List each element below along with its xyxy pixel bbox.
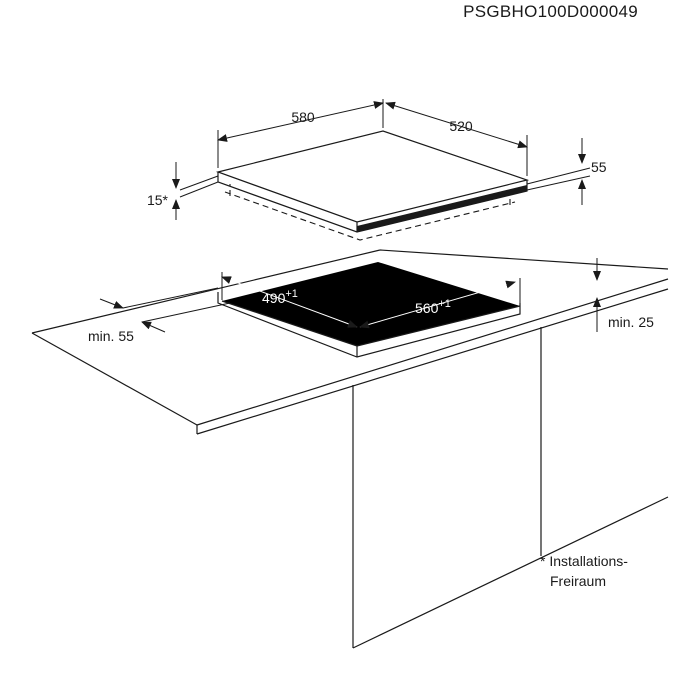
worktop xyxy=(31,249,669,435)
dimension-label-min-55: min. 55 xyxy=(88,328,134,344)
dimension-label-min-25: min. 25 xyxy=(608,314,654,330)
footnote-line-1: * Installations- xyxy=(540,553,628,569)
dimension-490: 490+1 xyxy=(221,272,358,328)
dimension-min-55: min. 55 xyxy=(88,287,231,344)
dimension-560: 560+1 xyxy=(359,278,521,329)
dimension-label-490: 490+1 xyxy=(262,288,298,306)
hob-appliance xyxy=(179,130,591,241)
hob-underside-dashed xyxy=(224,191,516,241)
dimension-55: 55 xyxy=(578,138,607,205)
cutout xyxy=(217,262,521,358)
dimension-min-25: min. 25 xyxy=(593,258,654,332)
cabinet xyxy=(352,327,669,649)
dimension-520: 520 xyxy=(385,101,528,176)
dimension-label-55: 55 xyxy=(591,159,607,175)
hob-top-surface xyxy=(215,130,530,223)
dimension-label-560: 560+1 xyxy=(415,298,451,316)
dimension-15: 15* xyxy=(147,162,180,220)
dimension-label-580: 580 xyxy=(291,109,315,125)
dimension-label-520: 520 xyxy=(449,118,473,134)
footnote-line-2: Freiraum xyxy=(550,573,606,589)
hob-frame-band xyxy=(357,185,527,232)
dimension-580: 580 xyxy=(217,99,384,168)
drawing-code: PSGBHO100D000049 xyxy=(463,2,638,21)
dimension-label-15: 15* xyxy=(147,192,169,208)
